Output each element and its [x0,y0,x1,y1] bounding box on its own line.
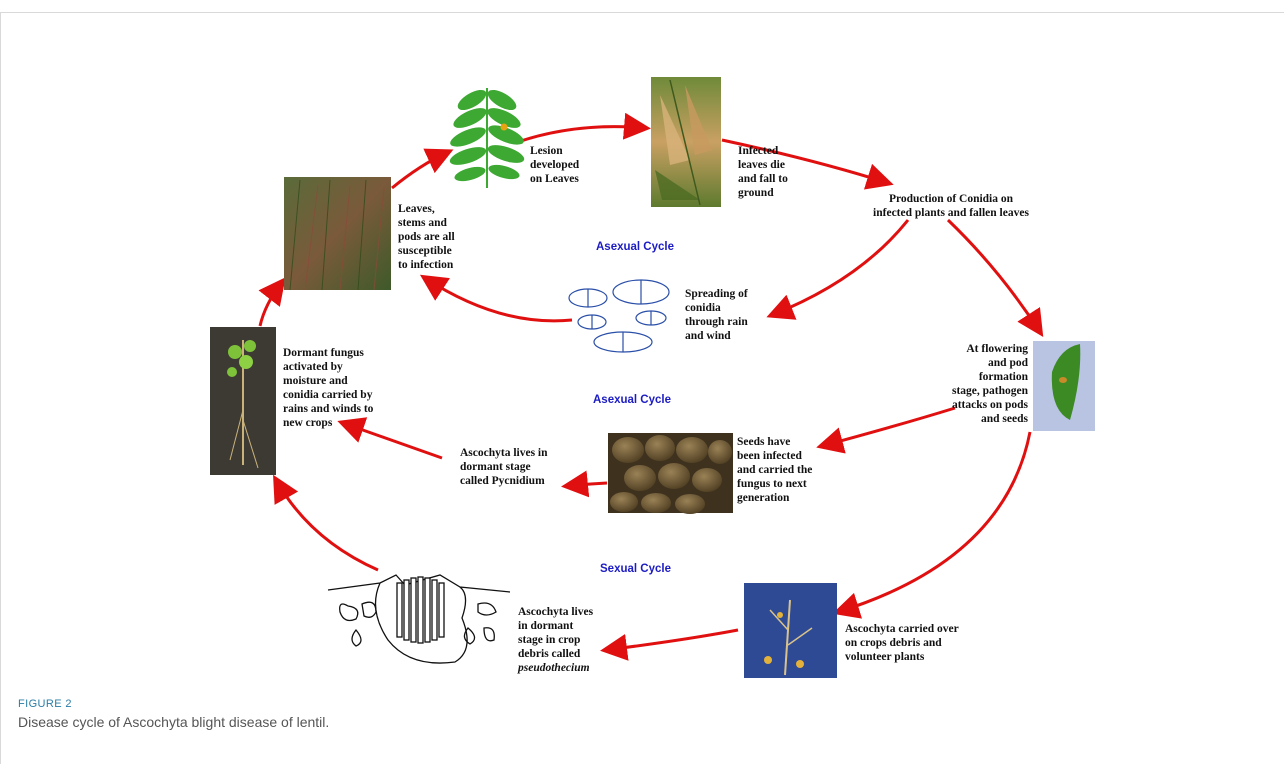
stage-spreading-line: Spreading of [685,288,748,300]
arrow-pycnidium-to-dormant [337,417,443,460]
stage-pseudothecium-line: debris called [518,648,581,660]
arrow-flowering-to-debris [832,431,1032,619]
arrow-infected-to-conidia [721,138,894,190]
stage-spreading-line: and wind [685,330,731,342]
sexual-cycle-label: Sexual Cycle [600,563,671,575]
arrow-pseudothecium-to-seedling [273,474,379,572]
left-divider [0,12,1,764]
stage-flowering-line: and pod [988,357,1028,369]
stage-conidia-line: infected plants and fallen leaves [873,207,1029,219]
cycle-arrows [258,112,1044,661]
stage-susceptible-line: susceptible [398,245,452,257]
stage-dormant-line: activated by [283,361,343,373]
stage-lesion-line: developed [530,159,580,171]
pod-leaf-photo [1033,341,1095,431]
stage-pycnidium-line: dormant stage [460,461,531,473]
stage-lesion-line: on Leaves [530,173,579,185]
pseudothecium-drawing [327,574,511,664]
stage-dormant-line: moisture and [283,375,348,387]
stage-susceptible: Leaves, stems and pods are all susceptib… [398,202,455,272]
stage-seeds-line: been infected [737,450,802,462]
stage-flowering-line: formation [978,371,1028,383]
top-divider [0,12,1284,13]
stage-flowering-line: stage, pathogen [951,385,1028,397]
seedling-photo [210,327,276,475]
stage-pseudothecium-line: stage in crop [518,634,581,646]
arrow-spreading-to-susceptible [419,274,573,323]
asexual-cycle-label-top: Asexual Cycle [596,241,674,253]
stage-pycnidium-line: Ascochyta lives in [460,447,548,459]
stage-flowering-line: and seeds [981,413,1028,425]
stage-susceptible-line: stems and [398,217,447,229]
seeds-photo [608,433,733,514]
stage-dormant-line: rains and winds to [283,403,374,415]
arrow-conidia-to-flowering [946,218,1044,338]
arrow-seedling-to-field [258,277,286,327]
arrow-conidia-to-spreading [766,219,910,320]
stage-infected-leaves: Infected leaves die and fall to ground [738,144,788,200]
stage-seeds: Seeds have been infected and carried the… [737,435,812,505]
debris-plant-photo [744,583,837,678]
figure-caption: Disease cycle of Ascochyta blight diseas… [18,714,330,730]
stage-susceptible-line: to infection [398,259,454,271]
stage-conidia-production: Production of Conidia on infected plants… [836,192,1066,220]
stage-debris-line: Ascochyta carried over [845,623,959,635]
arrow-susceptible-to-lesion [391,148,454,190]
stage-infected-line: and fall to [738,173,788,185]
field-photo [284,177,391,291]
stage-flowering: At flowering and pod formation stage, pa… [928,342,1028,426]
stage-spreading: Spreading of conidia through rain and wi… [685,287,748,343]
stage-infected-line: leaves die [738,159,785,171]
figure-label: FIGURE 2 [18,698,72,710]
stage-lesion-line: Lesion [530,145,563,157]
asexual-cycle-label-middle: Asexual Cycle [593,394,671,406]
stage-flowering-line: attacks on pods [951,399,1028,411]
pseudothecium-term: pseudothecium [518,662,590,674]
stage-spreading-line: through rain [685,316,748,328]
stage-seeds-line: fungus to next [737,478,807,490]
stage-dormant-line: conidia carried by [283,389,373,401]
stage-seeds-line: and carried the [737,464,813,476]
stage-conidia-line: Production of Conidia on [888,193,1014,205]
stage-pycnidium: Ascochyta lives in dormant stage called … [460,446,548,488]
stage-debris-line: volunteer plants [845,651,925,663]
stage-lesion: Lesion developed on Leaves [530,144,579,186]
stage-susceptible-line: Leaves, [398,203,435,215]
stage-pseudothecium-line: Ascochyta lives [518,606,594,618]
stage-pseudothecium-line: in dormant [518,620,574,632]
stage-spreading-line: conidia [685,302,721,314]
conidia-drawing [568,279,670,353]
stage-susceptible-line: pods are all [398,231,455,243]
arrow-lesion-to-infected [514,112,651,145]
arrow-seeds-to-pycnidium [561,470,608,498]
stage-dormant-activated: Dormant fungus activated by moisture and… [283,346,373,430]
stage-dormant-line: Dormant fungus [283,347,364,359]
stage-seeds-line: generation [737,492,790,504]
stage-crop-debris: Ascochyta carried over on crops debris a… [845,622,959,664]
stage-debris-line: on crops debris and [845,637,942,649]
stage-flowering-line: At flowering [966,343,1028,355]
arrow-debris-to-pseudothecium [600,628,739,661]
stage-seeds-line: Seeds have [737,436,791,448]
stage-dormant-line: new crops [283,417,333,429]
stage-infected-line: ground [738,187,774,199]
stage-pseudothecium: Ascochyta lives in dormant stage in crop… [518,605,593,675]
infected-leaves-photo [651,77,721,207]
stage-pycnidium-line: called Pycnidium [460,475,545,487]
stage-infected-line: Infected [738,145,779,157]
arrow-flowering-to-seeds [816,406,956,454]
leaf-drawing [449,88,525,188]
